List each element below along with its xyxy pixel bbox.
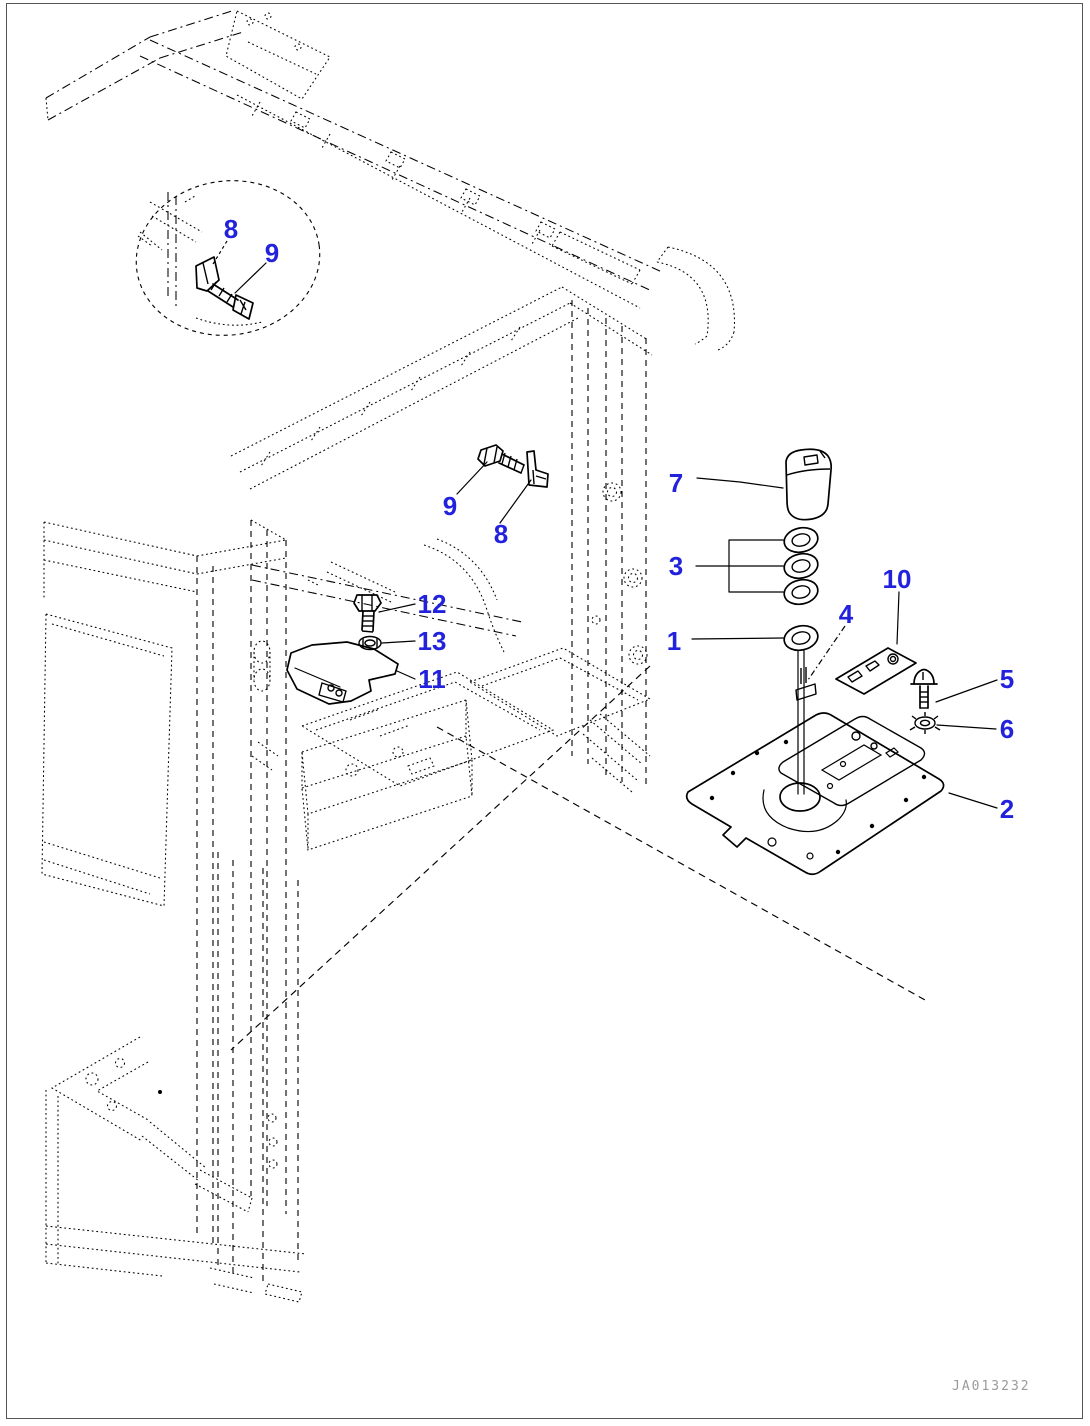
callout-7: 7 — [668, 468, 684, 498]
leader-4 — [807, 625, 846, 681]
part-7-knob — [696, 448, 833, 521]
leader-13 — [381, 640, 416, 644]
leader-detail-8 — [212, 240, 228, 265]
leader-12 — [378, 603, 416, 613]
leader-11 — [396, 670, 416, 680]
part-1-washer — [691, 624, 819, 652]
callout-13: 13 — [417, 626, 447, 656]
part-13-nut — [358, 635, 416, 651]
section-lines — [230, 665, 926, 1051]
part-3-washers — [695, 526, 819, 606]
callout-12: 12 — [417, 589, 447, 619]
leader-7 — [696, 477, 784, 489]
leader-1 — [691, 637, 784, 640]
part-2-cover-plate — [685, 712, 998, 876]
drawing-border — [6, 3, 1083, 1419]
callout-8: 8 — [223, 214, 239, 244]
leader-2 — [948, 792, 998, 809]
part-8-bracket — [499, 450, 549, 524]
callout-3: 3 — [668, 551, 684, 581]
detail-circle — [135, 180, 321, 336]
part-9-bolt — [456, 444, 525, 495]
main-frame — [41, 286, 652, 1303]
leader-mid-8 — [499, 479, 532, 524]
canopy-frame — [45, 9, 735, 356]
leader-detail-9 — [234, 262, 267, 294]
leader-3 — [695, 539, 784, 593]
part-6-nut — [909, 712, 997, 734]
part-5-bolt — [910, 668, 998, 709]
callout-6: 6 — [999, 714, 1015, 744]
callout-9: 9 — [442, 491, 458, 521]
callout-8: 8 — [493, 519, 509, 549]
part-4-shim — [795, 625, 846, 701]
part-12-bolt — [353, 594, 416, 633]
detail-part-9-screw — [207, 281, 254, 320]
drawing-number: JA013232 — [952, 1379, 1031, 1394]
callout-10: 10 — [882, 564, 912, 594]
part-11-lever-plate — [286, 641, 416, 705]
callout-4: 4 — [838, 599, 854, 629]
callout-9: 9 — [264, 238, 280, 268]
leader-6 — [936, 724, 997, 730]
callout-11: 11 — [418, 664, 446, 694]
callout-5: 5 — [999, 664, 1015, 694]
part-10-pattern-plate — [835, 591, 917, 695]
callout-1: 1 — [666, 626, 682, 656]
leader-10 — [896, 591, 900, 645]
leader-5 — [935, 679, 998, 703]
leader-mid-9 — [456, 461, 488, 495]
callout-2: 2 — [999, 794, 1015, 824]
